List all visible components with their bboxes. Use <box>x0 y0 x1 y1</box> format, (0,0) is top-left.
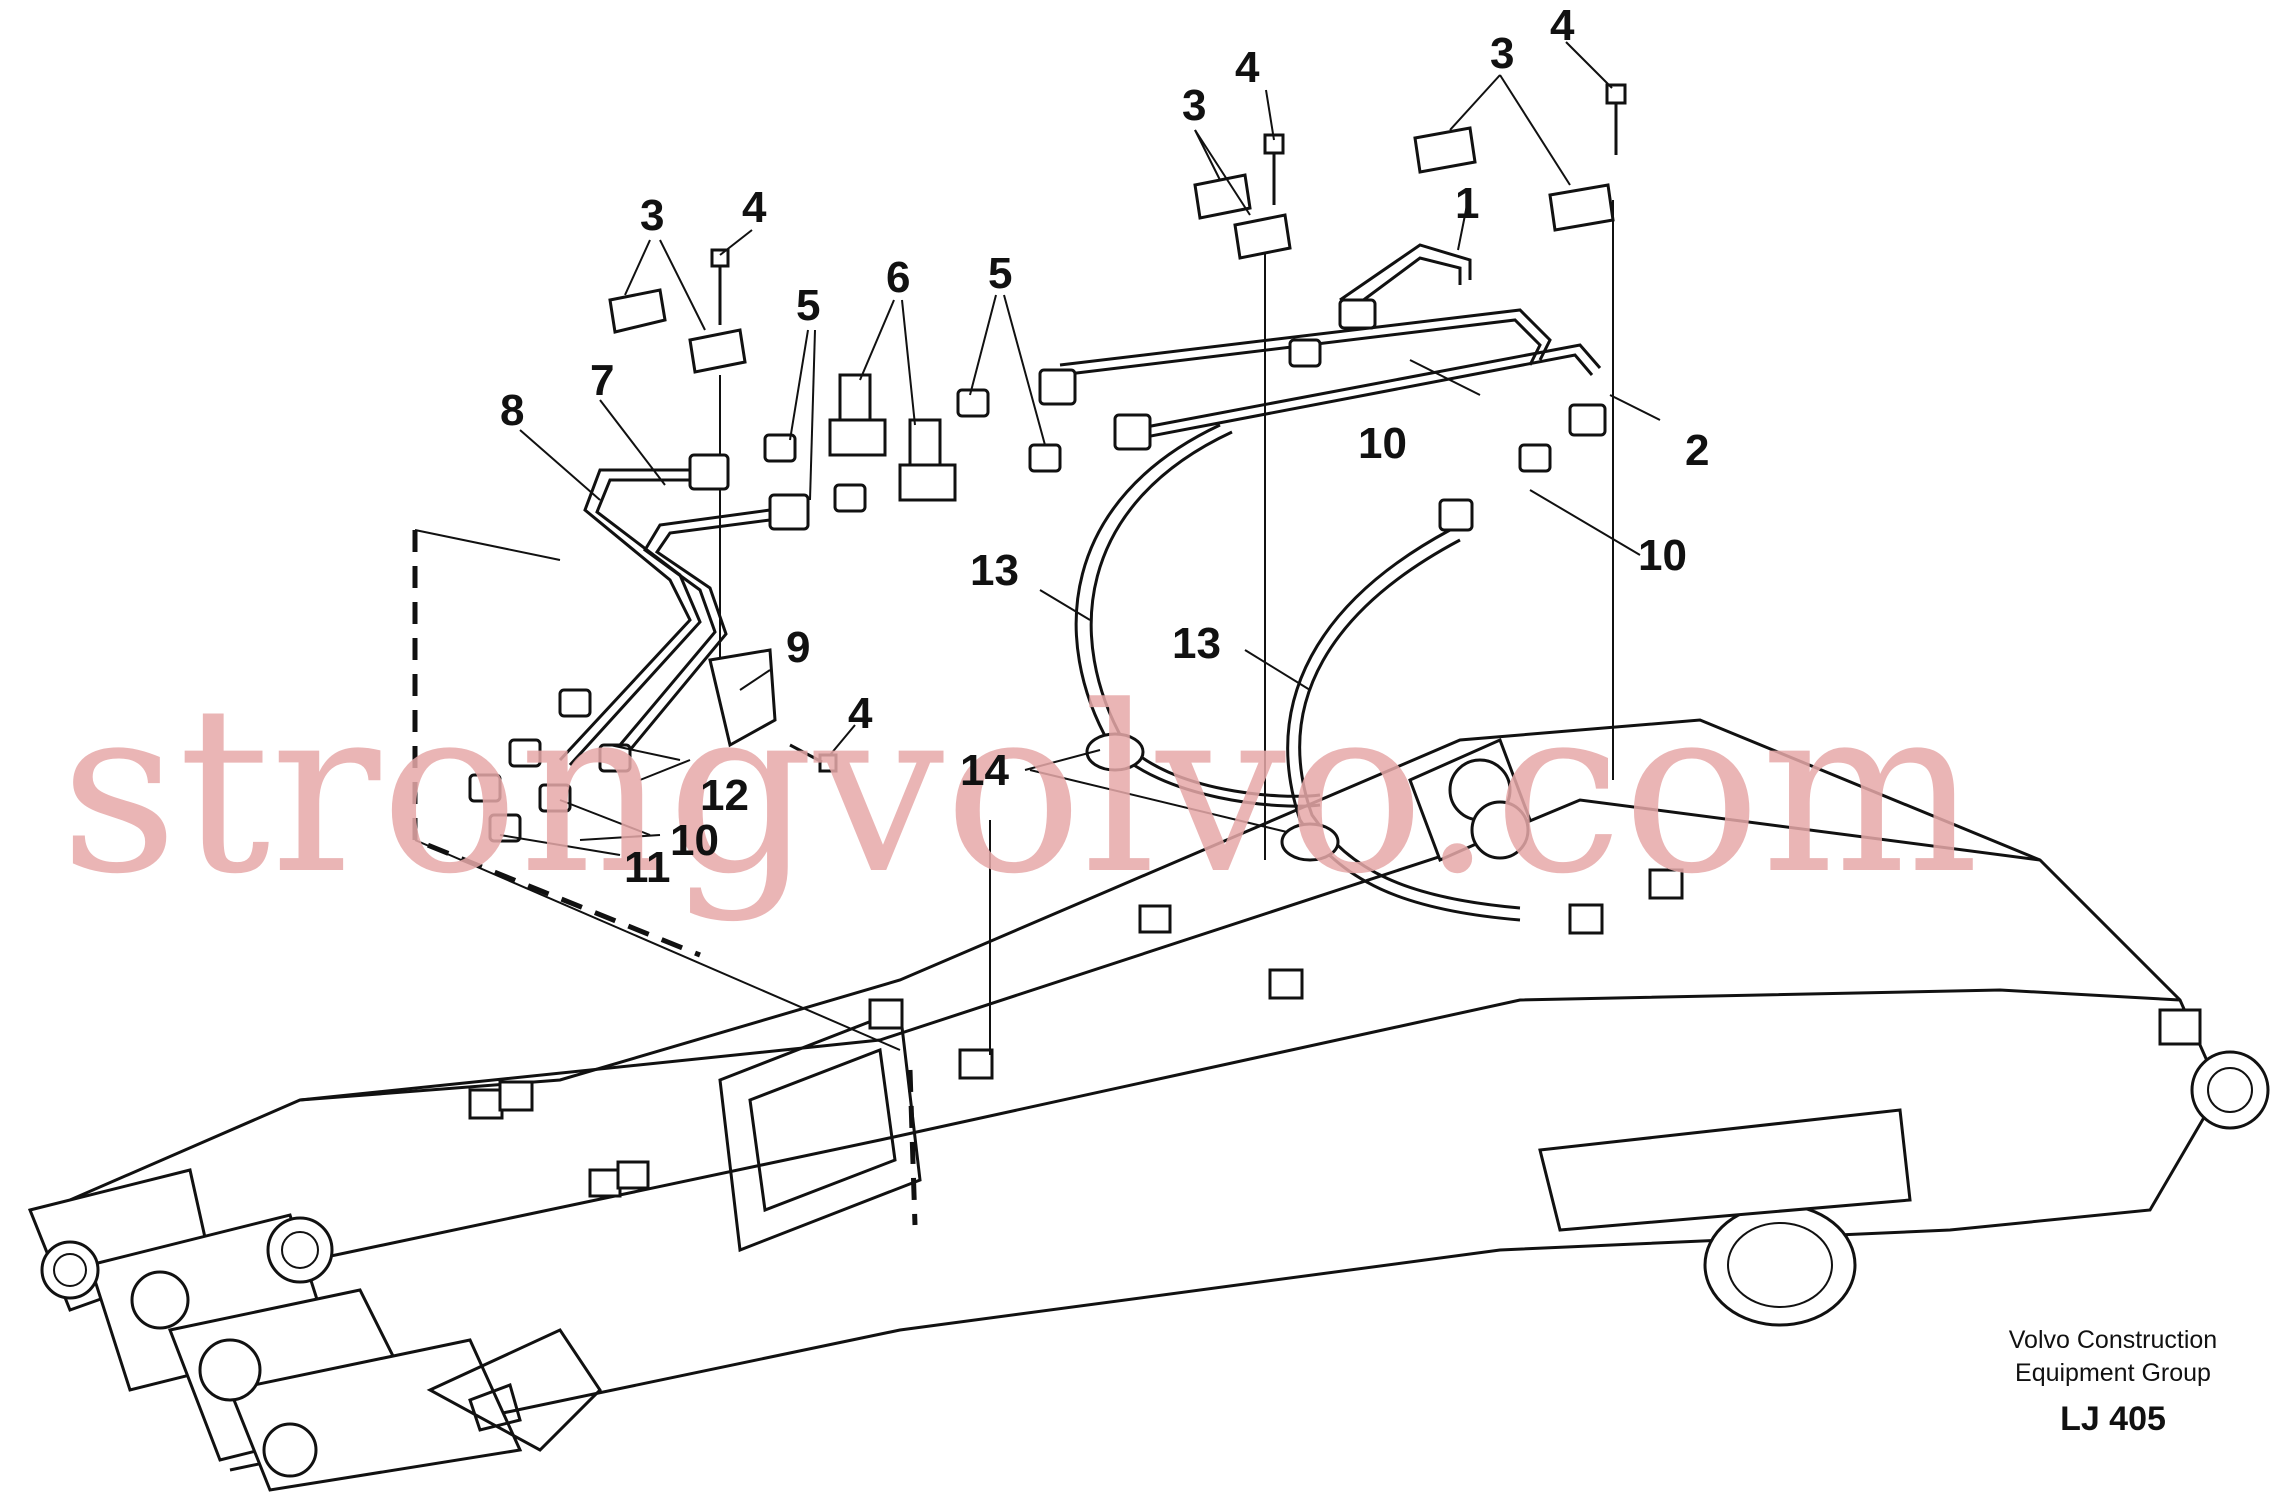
label-part-2: 2 <box>1685 426 1709 475</box>
label-part-8: 8 <box>500 386 524 435</box>
label-part-13: 13 <box>1172 619 1221 668</box>
label-part-10: 10 <box>670 816 719 865</box>
label-part-4: 4 <box>1550 1 1575 50</box>
label-part-3: 3 <box>1182 81 1206 130</box>
label-part-12: 12 <box>700 771 749 820</box>
hydraulic-pipes <box>558 243 1602 922</box>
drawing-code: LJ 405 <box>2060 1400 2166 1438</box>
credit-line-1: Volvo Construction <box>2009 1326 2217 1354</box>
watermark-text: strongvolvo.com <box>60 658 1979 925</box>
label-part-14: 14 <box>960 746 1009 795</box>
label-part-13: 13 <box>970 546 1019 595</box>
label-part-4: 4 <box>1235 43 1260 92</box>
label-part-10: 10 <box>1358 419 1407 468</box>
leader-lines <box>499 41 1661 856</box>
label-part-3: 3 <box>1490 29 1514 78</box>
boom-body <box>27 718 2270 1492</box>
label-part-11: 11 <box>624 843 671 892</box>
label-part-5: 5 <box>988 249 1012 298</box>
label-part-6: 6 <box>886 253 910 302</box>
label-part-9: 9 <box>786 623 810 672</box>
reference-lines <box>414 200 1614 1055</box>
fittings <box>468 298 1607 862</box>
label-part-7: 7 <box>590 356 614 405</box>
credit-line-2: Equipment Group <box>2015 1359 2211 1387</box>
label-part-4: 4 <box>848 689 873 738</box>
label-part-1: 1 <box>1455 179 1479 228</box>
clamps-and-bolts <box>608 83 1627 773</box>
part-labels: 1 2 3 3 3 4 4 4 4 5 5 6 7 8 9 10 10 10 1… <box>500 1 1709 892</box>
label-part-4: 4 <box>742 183 767 232</box>
credit-block: Volvo Construction Equipment Group LJ 40… <box>2009 1326 2217 1438</box>
label-part-10: 10 <box>1638 531 1687 580</box>
label-part-3: 3 <box>640 191 664 240</box>
label-part-5: 5 <box>796 281 820 330</box>
